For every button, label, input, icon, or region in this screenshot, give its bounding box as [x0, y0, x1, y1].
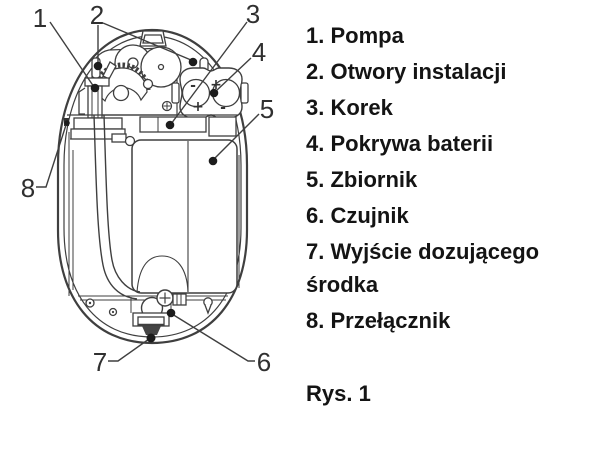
callouts: 1 2 3 4 5 6 7	[21, 0, 274, 377]
mid-shelf	[67, 114, 238, 147]
keyhole-mount-slot	[203, 297, 213, 315]
tank-hook-pivot	[124, 135, 136, 147]
legend-item-5: 5. Zbiornik	[306, 167, 418, 192]
callout-line-3	[170, 21, 248, 125]
callout-label-8: 8	[21, 173, 35, 203]
pump-bracket	[78, 87, 86, 115]
battery-polarity-mark: -	[190, 78, 196, 94]
callout-dot-5	[208, 156, 218, 166]
tank-body	[131, 139, 238, 294]
legend-item-6: 6. Czujnik	[306, 203, 409, 228]
callout-label-1: 1	[33, 3, 47, 33]
battery-polarity-mark: -	[220, 100, 226, 116]
callout-line-8	[36, 124, 67, 188]
battery-latch-right	[240, 82, 249, 104]
legend-item-1: 1. Pompa	[306, 23, 404, 48]
battery-cell-left	[181, 78, 211, 108]
battery-polarity-mark: +	[210, 77, 222, 93]
callout-line-2b	[102, 22, 192, 61]
dip-tube	[93, 114, 141, 300]
figure-caption: Rys. 1	[306, 381, 371, 406]
sensor	[172, 293, 187, 306]
legend-item-4: 4. Pokrywa baterii	[306, 131, 494, 156]
outlet-spout	[142, 326, 161, 335]
callout-dot-3	[165, 120, 175, 130]
legend: 1. Pompa 2. Otwory instalacji 3. Korek 4…	[306, 19, 592, 410]
legend-item-7: 7. Wyjście dozującego środka	[306, 239, 540, 297]
device-diagram: - + + -	[21, 0, 274, 377]
right-support-block	[208, 116, 237, 137]
callout-dot-4	[209, 88, 219, 98]
callout-label-5: 5	[260, 94, 274, 124]
pump-mechanism	[78, 44, 209, 119]
base-screw	[85, 298, 95, 308]
callout-line-7	[108, 338, 150, 362]
tank-liquid-level	[136, 255, 189, 293]
battery-polarity-mark: +	[192, 99, 204, 115]
left-support-block	[73, 117, 123, 130]
callout-label-4: 4	[252, 37, 266, 67]
callout-label-6: 6	[257, 347, 271, 377]
gear-large-right-axle	[157, 63, 165, 71]
callout-dot-1	[90, 83, 100, 93]
callout-label-7: 7	[93, 347, 107, 377]
gearbox-screw	[161, 100, 173, 112]
base-screw	[108, 307, 118, 317]
callout-line-6	[171, 313, 255, 362]
callout-line-1	[49, 21, 95, 88]
callout-dot-2b	[188, 57, 198, 67]
legend-item-8: 8. Przełącznik	[306, 308, 451, 333]
callout-dot-7	[146, 333, 156, 343]
tank-hook-bracket	[111, 133, 127, 143]
callout-dot-8	[64, 120, 70, 126]
callout-dot-6	[166, 308, 176, 318]
callout-label-3: 3	[246, 0, 260, 29]
callout-label-2: 2	[90, 0, 104, 30]
legend-item-2: 2. Otwory instalacji	[306, 59, 507, 84]
outlet-screw	[156, 289, 174, 307]
battery-latch-left	[171, 82, 180, 104]
sector-gear-hub	[112, 84, 130, 102]
device-diagram-svg: - + + -	[21, 0, 274, 377]
callout-line-4	[215, 57, 252, 92]
callout-dot-2a	[93, 61, 103, 71]
callout-line-5	[213, 113, 260, 160]
tank	[131, 139, 238, 294]
legend-item-3: 3. Korek	[306, 95, 393, 120]
gear-small	[142, 78, 154, 90]
